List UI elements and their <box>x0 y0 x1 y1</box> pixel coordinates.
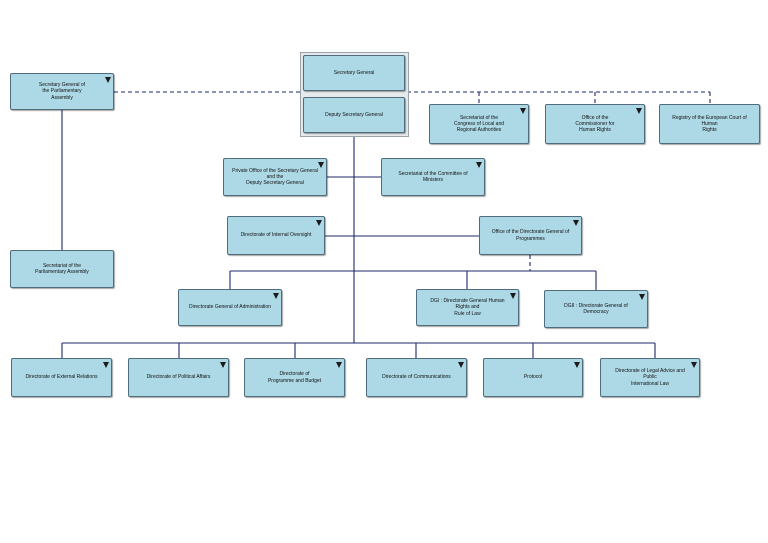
unit-communications[interactable]: Directorate of Communications <box>366 358 467 397</box>
unit-label: Directorate of Internal Oversight <box>240 232 312 239</box>
expand-triangle-icon[interactable] <box>639 294 645 300</box>
unit-committee-ministers[interactable]: Secretariat of the Committee of Minister… <box>381 158 485 196</box>
unit-label: Directorate of Communications <box>382 374 451 381</box>
expand-triangle-icon[interactable] <box>520 108 526 114</box>
expand-triangle-icon[interactable] <box>318 162 324 168</box>
unit-registry-ecthr[interactable]: Registry of the European Court of Human … <box>659 104 760 144</box>
unit-label: Office of the Directorate General of Pro… <box>491 229 570 242</box>
expand-triangle-icon[interactable] <box>458 362 464 368</box>
unit-programme-budget[interactable]: Directorate of Programme and Budget <box>244 358 345 397</box>
expand-triangle-icon[interactable] <box>220 362 226 368</box>
unit-label: DGII : Directorate General of Democracy <box>564 302 628 315</box>
expand-triangle-icon[interactable] <box>636 108 642 114</box>
unit-deputy-secretary-general[interactable]: Deputy Secretary General <box>303 97 405 133</box>
unit-political-affairs[interactable]: Directorate of Political Affairs <box>128 358 229 397</box>
unit-label: Directorate General of Administration <box>189 304 271 311</box>
unit-internal-oversight[interactable]: Directorate of Internal Oversight <box>227 216 325 255</box>
unit-label: Secretary General of the Parliamentary A… <box>38 82 86 101</box>
expand-triangle-icon[interactable] <box>476 162 482 168</box>
expand-triangle-icon[interactable] <box>573 220 579 226</box>
unit-protocol[interactable]: Protocol <box>483 358 583 397</box>
unit-label: Registry of the European Court of Human … <box>672 114 747 134</box>
unit-label: Secretariat of the Congress of Local and… <box>453 114 505 134</box>
unit-label: Directorate of External Relations <box>25 374 98 381</box>
unit-label: Directorate of Programme and Budget <box>267 371 322 384</box>
unit-commissioner-human-rights[interactable]: Office of the Commissioner for Human Rig… <box>545 104 645 144</box>
expand-triangle-icon[interactable] <box>103 362 109 368</box>
expand-triangle-icon[interactable] <box>105 77 111 83</box>
unit-label: Secretariat of the Parliamentary Assembl… <box>35 262 89 275</box>
unit-label: Office of the Commissioner for Human Rig… <box>575 114 615 134</box>
unit-label: Protocol <box>523 374 543 381</box>
unit-dg-human-rights[interactable]: DGI : Directorate General Human Rights a… <box>416 289 519 326</box>
unit-label: Secretariat of the Committee of Minister… <box>398 170 468 183</box>
unit-label: Secretary General <box>333 69 375 76</box>
expand-triangle-icon[interactable] <box>316 220 322 226</box>
unit-label: Directorate of Legal Advice and Public I… <box>615 368 685 387</box>
unit-secretariat-parliamentary-assembly[interactable]: Secretariat of the Parliamentary Assembl… <box>10 250 114 288</box>
unit-dg-democracy[interactable]: DGII : Directorate General of Democracy <box>544 290 648 328</box>
unit-private-office[interactable]: Private Office of the Secretary General … <box>223 158 327 196</box>
unit-label: DGI : Directorate General Human Rights a… <box>430 298 505 317</box>
expand-triangle-icon[interactable] <box>574 362 580 368</box>
unit-secretary-general[interactable]: Secretary General <box>303 55 405 91</box>
unit-dg-administration[interactable]: Directorate General of Administration <box>178 289 282 326</box>
unit-dg-programmes[interactable]: Office of the Directorate General of Pro… <box>479 216 582 255</box>
unit-secretariat-congress[interactable]: Secretariat of the Congress of Local and… <box>429 104 529 144</box>
unit-sg-parliamentary-assembly[interactable]: Secretary General of the Parliamentary A… <box>10 73 114 110</box>
expand-triangle-icon[interactable] <box>510 293 516 299</box>
expand-triangle-icon[interactable] <box>691 362 697 368</box>
unit-label: Deputy Secretary General <box>325 111 383 118</box>
unit-label: Private Office of the Secretary General … <box>232 167 318 187</box>
expand-triangle-icon[interactable] <box>273 293 279 299</box>
expand-triangle-icon[interactable] <box>336 362 342 368</box>
unit-external-relations[interactable]: Directorate of External Relations <box>11 358 112 397</box>
unit-legal-advice[interactable]: Directorate of Legal Advice and Public I… <box>600 358 700 397</box>
unit-label: Directorate of Political Affairs <box>146 374 211 381</box>
